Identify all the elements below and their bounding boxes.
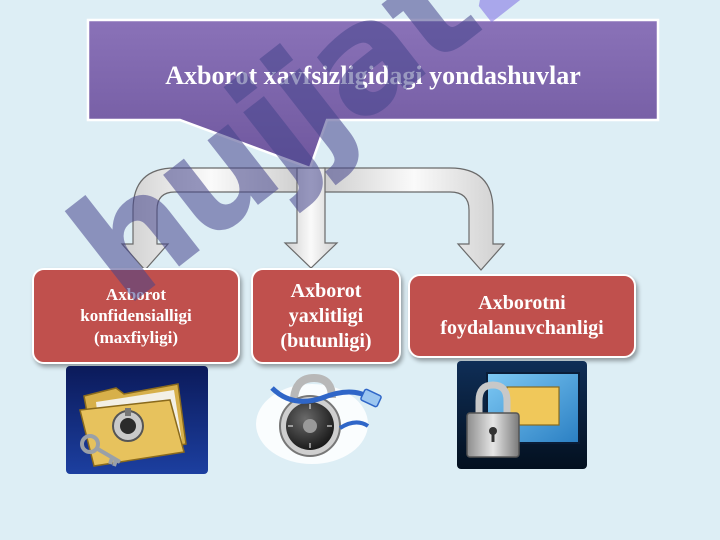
node-availability: Axborotni foydalanuvchanligi: [408, 274, 636, 358]
node-confidentiality-line2: konfidensialligi: [80, 306, 192, 326]
node-integrity-line2: yaxlitligi: [288, 304, 364, 327]
node-confidentiality-line1: Axborot: [105, 285, 167, 305]
title-box: Axborot xavfsizligidagi yondashuvlar: [88, 20, 658, 120]
node-integrity-line1: Axborot: [290, 279, 362, 302]
node-integrity-line3: (butunligi): [280, 329, 372, 352]
arrow-left: [120, 167, 301, 271]
combination-lock-cable-icon: [256, 373, 382, 464]
node-confidentiality: Axborot konfidensialligi (maxfiyligi): [32, 268, 240, 364]
computer-padlock-icon: [457, 361, 587, 469]
arrow-right: [323, 167, 506, 271]
node-availability-line2: foydalanuvchanligi: [440, 317, 604, 339]
slide-title: Axborot xavfsizligidagi yondashuvlar: [165, 61, 581, 90]
folder-lock-icon: [66, 366, 208, 474]
node-confidentiality-line3: (maxfiyligi): [93, 327, 179, 347]
arrow-center: [283, 167, 339, 269]
node-integrity: Axborot yaxlitligi (butunligi): [251, 268, 401, 364]
node-availability-line1: Axborotni: [478, 292, 566, 314]
